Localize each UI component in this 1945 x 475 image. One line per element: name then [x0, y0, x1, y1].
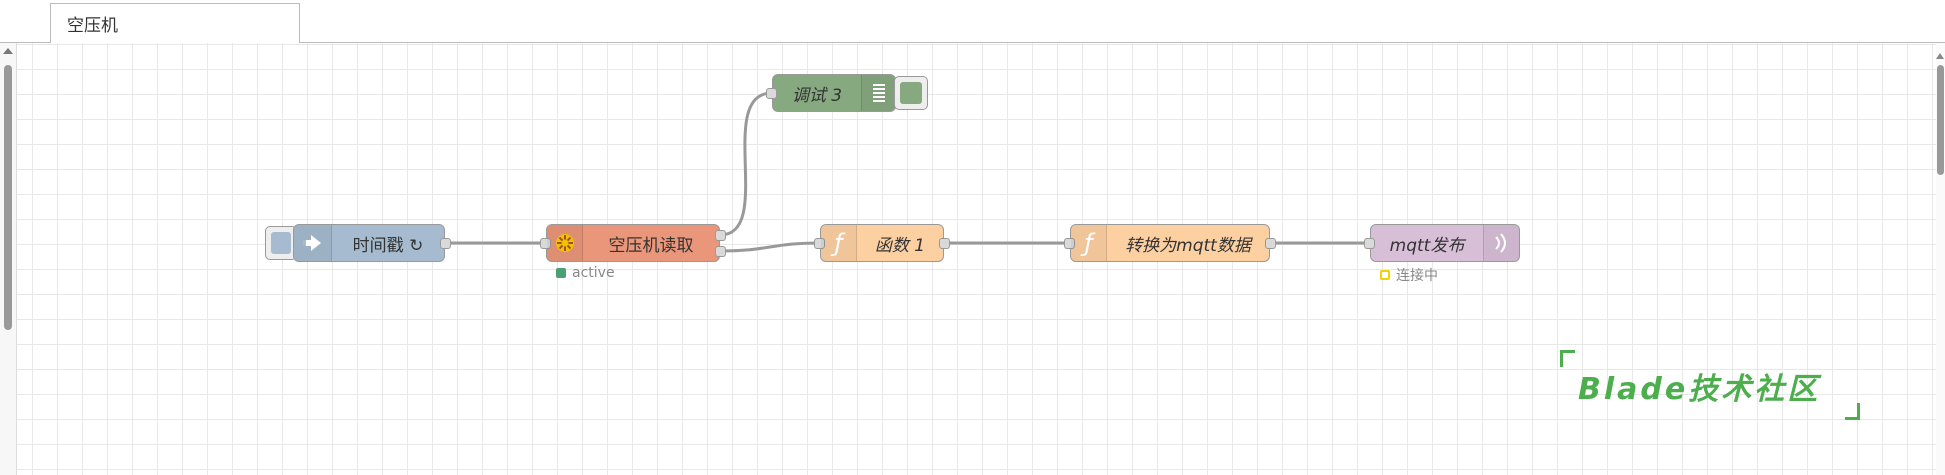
- wire-modbus-debug: [719, 91, 773, 237]
- watermark-corner: [1845, 403, 1860, 420]
- wire-modbus-func1: [719, 241, 821, 253]
- scrollbar-thumb[interactable]: [4, 65, 12, 330]
- tab-flow[interactable]: 空压机: [50, 3, 300, 44]
- vertical-scrollbar[interactable]: [0, 43, 17, 475]
- node-inject[interactable]: 时间戳 ↻: [293, 224, 451, 262]
- input-port[interactable]: [814, 238, 825, 249]
- output-port[interactable]: [440, 238, 451, 249]
- status-ring: [1380, 270, 1390, 280]
- output-port[interactable]: [939, 238, 950, 249]
- input-port[interactable]: [1364, 238, 1375, 249]
- debug-toggle-face: [900, 82, 922, 104]
- arrow-right-icon: [294, 225, 332, 261]
- scroll-up-arrow-icon[interactable]: [3, 48, 13, 54]
- node-label: 调试 3: [791, 85, 843, 106]
- inject-button-face: [271, 232, 291, 254]
- status-text: active: [572, 265, 615, 281]
- debug-list-icon: [861, 75, 895, 111]
- inject-trigger-button[interactable]: [265, 226, 297, 260]
- tab-bar: 空压机: [0, 0, 1945, 44]
- status-text: 连接中: [1396, 268, 1438, 284]
- node-debug[interactable]: 调试 3: [766, 74, 896, 112]
- input-port[interactable]: [540, 238, 551, 249]
- node-label: mqtt发布: [1389, 235, 1465, 256]
- tab-label: 空压机: [67, 16, 118, 36]
- wifi-broadcast-icon: [1483, 225, 1519, 261]
- input-port[interactable]: [766, 88, 777, 99]
- input-port[interactable]: [1064, 238, 1075, 249]
- debug-toggle-button[interactable]: [894, 76, 928, 110]
- watermark-corner: [1560, 350, 1575, 367]
- status-mqtt: 连接中: [1380, 265, 1438, 285]
- output-port[interactable]: [1265, 238, 1276, 249]
- scrollbar-thumb[interactable]: [1937, 65, 1944, 175]
- output-port-2[interactable]: [715, 246, 726, 257]
- node-function-1[interactable]: ƒ 函数 1: [814, 224, 950, 262]
- function-icon: ƒ: [821, 225, 857, 261]
- node-mqtt-out[interactable]: mqtt发布: [1364, 224, 1520, 262]
- node-function-mqtt-convert[interactable]: ƒ 转换为mqtt数据: [1064, 224, 1276, 262]
- watermark-text: Blade技术社区: [1578, 372, 1821, 407]
- right-scrollbar[interactable]: [1936, 43, 1945, 475]
- status-dot: [556, 268, 566, 278]
- node-label: 时间戳 ↻: [352, 235, 424, 256]
- status-modbus: active: [556, 265, 615, 281]
- node-modbus-read[interactable]: 空压机读取: [540, 224, 726, 262]
- watermark: Blade技术社区: [1560, 350, 1860, 420]
- modbus-gear-icon: [547, 225, 583, 261]
- node-label: 空压机读取: [608, 235, 694, 256]
- output-port-1[interactable]: [715, 230, 726, 241]
- node-label: 转换为mqtt数据: [1125, 235, 1251, 256]
- node-label: 函数 1: [874, 235, 926, 256]
- function-icon: ƒ: [1071, 225, 1107, 261]
- scroll-up-arrow-icon[interactable]: [1936, 53, 1944, 59]
